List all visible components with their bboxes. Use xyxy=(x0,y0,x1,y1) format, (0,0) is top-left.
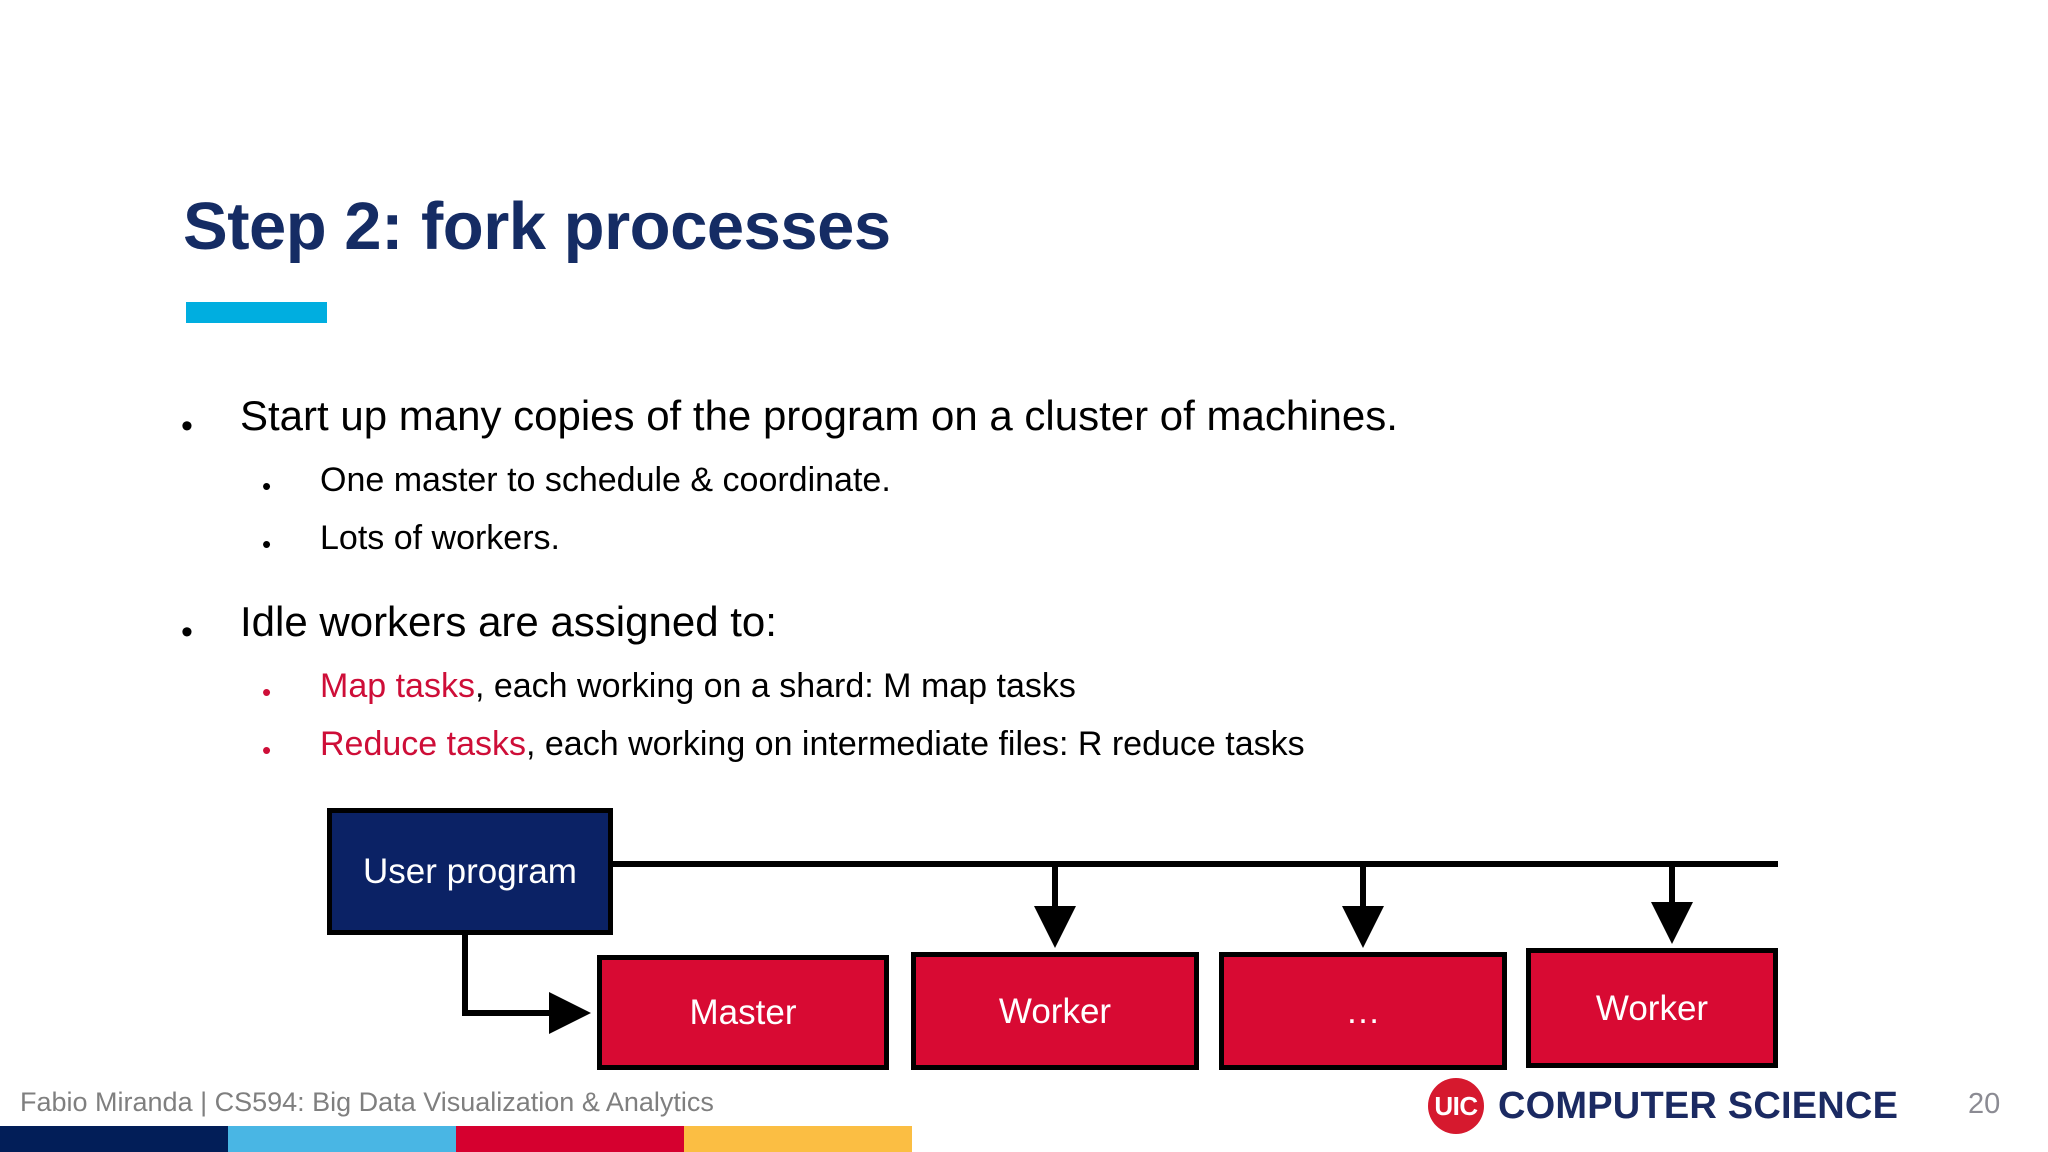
bullet-text: Idle workers are assigned to: xyxy=(240,598,777,645)
uic-logo-icon: UIC xyxy=(1428,1078,1484,1134)
bullet-text-rest: , each working on a shard: M map tasks xyxy=(474,667,1076,705)
list-item: • Map tasks, each working on a shard: M … xyxy=(0,667,2048,725)
bullet-list: • Start up many copies of the program on… xyxy=(0,395,2048,783)
list-item: • One master to schedule & coordinate. xyxy=(0,461,2048,519)
bullet-highlight: Reduce tasks xyxy=(320,725,526,763)
footer-color-bar xyxy=(0,1126,912,1152)
bullet-marker-icon: • xyxy=(181,407,193,445)
page-title: Step 2: fork processes xyxy=(183,189,891,264)
brand-lockup: UIC COMPUTER SCIENCE xyxy=(1428,1078,1898,1134)
bullet-marker-icon: • xyxy=(262,471,272,501)
list-item: • Start up many copies of the program on… xyxy=(0,395,2048,461)
list-item: • Lots of workers. xyxy=(0,519,2048,577)
diagram-node-worker-1: Worker xyxy=(911,952,1199,1070)
bullet-highlight: Map tasks xyxy=(320,667,475,705)
edge-user-to-master xyxy=(462,935,591,1034)
footer-bar-segment-red xyxy=(456,1126,684,1152)
bullet-text-rest: , each working on intermediate files: R … xyxy=(526,725,1305,763)
bullet-text: Map tasks, each working on a shard: M ma… xyxy=(320,669,1076,703)
slide-number: 20 xyxy=(1968,1088,2001,1120)
footer-bar-segment-blue xyxy=(228,1126,456,1152)
bullet-marker-icon: • xyxy=(262,529,272,559)
bullet-text: Start up many copies of the program on a… xyxy=(240,392,1398,439)
bullet-text: Reduce tasks, each working on intermedia… xyxy=(320,727,1305,761)
brand-name: COMPUTER SCIENCE xyxy=(1498,1085,1899,1127)
title-accent-bar xyxy=(186,302,327,323)
bullet-marker-icon: • xyxy=(262,735,272,765)
list-item: • Reduce tasks, each working on intermed… xyxy=(0,725,2048,783)
diagram-node-user-program: User program xyxy=(327,808,613,935)
footer-bar-segment-gold xyxy=(684,1126,912,1152)
bullet-marker-icon: • xyxy=(181,613,193,651)
diagram-node-ellipsis: … xyxy=(1219,952,1507,1070)
bullet-marker-icon: • xyxy=(262,677,272,707)
footer-credit: Fabio Miranda | CS594: Big Data Visualiz… xyxy=(20,1087,714,1117)
diagram-node-master: Master xyxy=(597,955,889,1070)
bullet-text: Lots of workers. xyxy=(320,519,560,557)
diagram-node-worker-2: Worker xyxy=(1526,948,1778,1068)
bullet-text: One master to schedule & coordinate. xyxy=(320,461,891,499)
footer-bar-segment-navy xyxy=(0,1126,228,1152)
list-item: • Idle workers are assigned to: xyxy=(0,601,2048,667)
